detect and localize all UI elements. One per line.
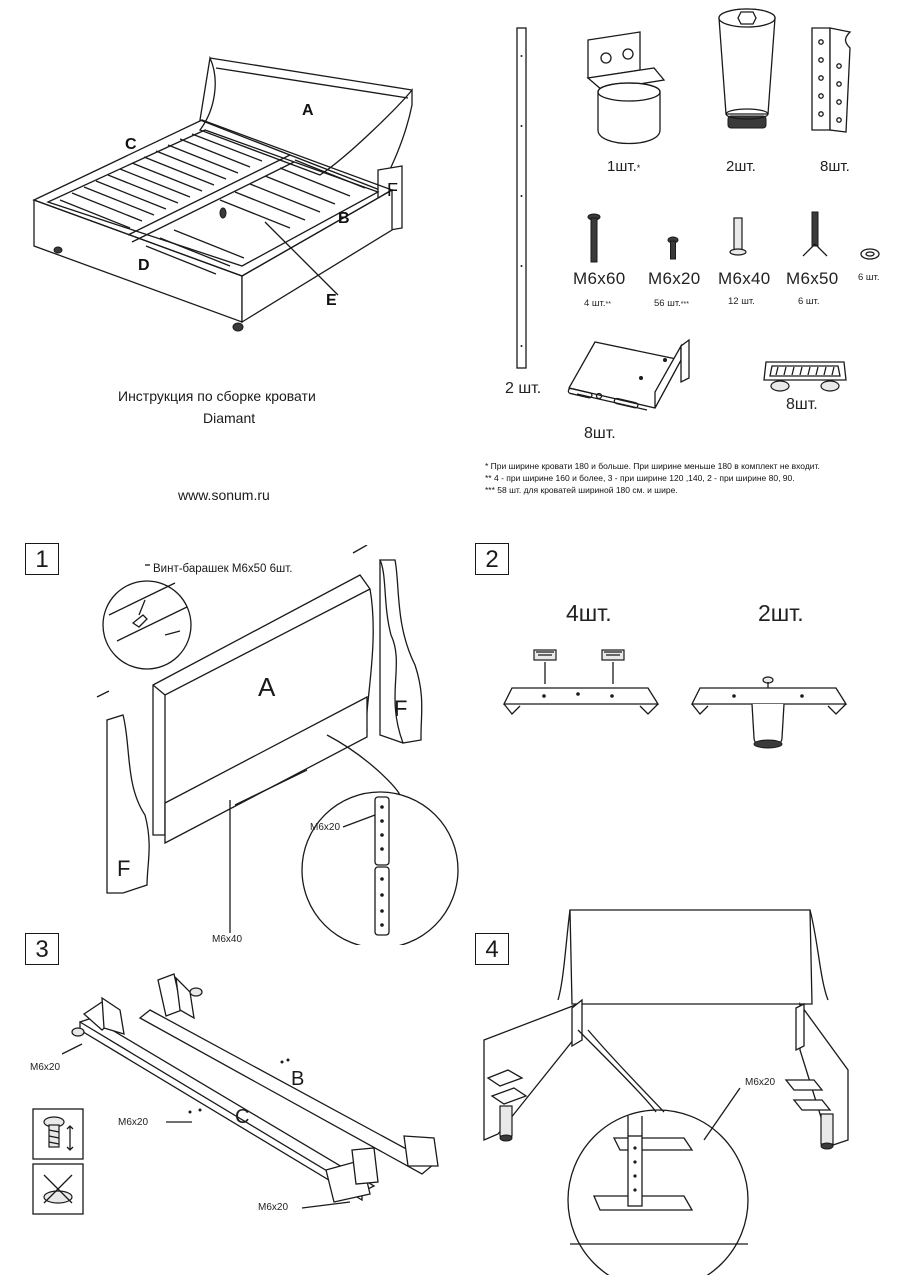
step-3-bolt-m6x20-bottom: M6x20 [258, 1202, 289, 1213]
bolt-m6x60-qty-value: 4 шт. [584, 298, 606, 309]
bolt-m6x40-icon [726, 216, 750, 258]
leg-icon [712, 2, 782, 142]
cover-model: Diamant [203, 410, 256, 426]
bolt-m6x60-qty: 4 шт.** [584, 298, 611, 309]
step-1-label-f-right: F [394, 696, 408, 721]
step-3-bolt-m6x20-middle: M6x20 [118, 1117, 149, 1128]
slat-holder-icon [760, 358, 850, 394]
bolt-m6x50-qty: 6 шт. [798, 296, 820, 307]
step-4-illustration [478, 900, 878, 1280]
hinge-plate-icon [806, 22, 856, 137]
leg-qty: 2шт. [726, 158, 756, 175]
support-holder-icon [580, 20, 670, 150]
support-holder-qty-value: 1шт. [607, 158, 637, 175]
note-1: * При ширине кровати 180 и больше. При ш… [485, 461, 820, 471]
bolt-m6x60-mark: ** [605, 301, 611, 308]
support-holder-qty: 1шт.* [607, 158, 640, 175]
bolt-m6x60-icon [582, 212, 606, 264]
step-1-illustration [95, 544, 475, 949]
step-2-qty-right: 2шт. [758, 600, 804, 626]
correct-screw-icon [32, 1108, 84, 1160]
part-label-c: C [125, 136, 137, 153]
bolt-m6x40-label: M6x40 [718, 269, 771, 288]
step-1-label-a: A [258, 672, 276, 702]
bolt-m6x20-qty-value: 56 шт. [654, 298, 681, 309]
step-3-label-c: C [235, 1106, 250, 1128]
note-2: ** 4 - при ширине 160 и более, 3 - при ш… [485, 473, 795, 483]
website-link[interactable]: www.sonum.ru [178, 487, 270, 503]
rail-qty: 2 шт. [505, 380, 542, 397]
bolt-m6x20-icon [663, 236, 683, 262]
bolt-m6x20-qty: 56 шт.*** [654, 298, 689, 309]
step-1-label-f-left: F [117, 856, 131, 881]
slat-holder-qty: 8шт. [786, 396, 818, 413]
part-label-b: B [338, 210, 350, 227]
support-holder-mark: * [636, 163, 641, 173]
step-1-bolt-m6x20: M6x20 [310, 822, 341, 833]
step-1-bolt-m6x40: M6x40 [212, 934, 243, 945]
bolt-m6x20-mark: *** [680, 301, 689, 308]
step-2-number: 2 [475, 543, 509, 575]
bolt-m6x60-label: M6x60 [573, 269, 626, 288]
step-3-label-b: B [291, 1068, 305, 1090]
bed-illustration [20, 50, 440, 350]
step-4-bolt-m6x20: M6x20 [745, 1077, 776, 1088]
step-3-illustration [61, 970, 462, 1230]
part-label-a: A [302, 102, 314, 119]
corner-bracket-icon [555, 330, 695, 420]
washer-qty: 6 шт. [858, 272, 880, 283]
washer-icon [858, 246, 882, 262]
step-1-number: 1 [25, 543, 59, 575]
cover-title: Инструкция по сборке кровати [118, 388, 316, 404]
bolt-m6x40-qty: 12 шт. [728, 296, 755, 307]
wrong-screw-icon [32, 1163, 84, 1215]
step-2-qty-left: 4шт. [566, 600, 612, 626]
bolt-m6x20-label: M6x20 [648, 269, 701, 288]
part-label-e: E [326, 292, 337, 309]
step-3-number: 3 [25, 933, 59, 965]
part-label-f: F [387, 180, 398, 200]
bolt-m6x50-label: M6x50 [786, 269, 839, 288]
hinge-plate-qty: 8шт. [820, 158, 850, 175]
note-3: *** 58 шт. для кроватей шириной 180 см. … [485, 485, 678, 495]
step-4-number: 4 [475, 933, 509, 965]
corner-bracket-qty: 8шт. [584, 425, 616, 442]
step-2-illustration [498, 638, 858, 753]
step-3-bolt-m6x20-left: M6x20 [30, 1062, 61, 1073]
long-rail [512, 26, 532, 372]
step-1-callout: Винт-барашек М6х50 6шт. [153, 563, 293, 575]
bolt-m6x50-icon [800, 210, 830, 260]
part-label-d: D [138, 257, 150, 274]
